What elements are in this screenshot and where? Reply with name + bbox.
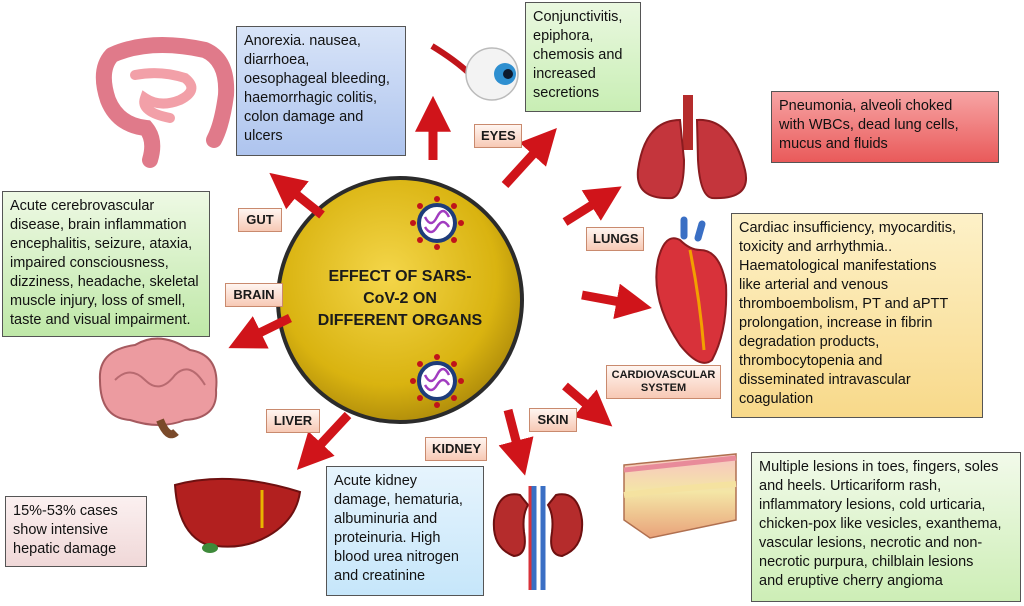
- label-kidney: KIDNEY: [425, 437, 487, 461]
- label-brain: BRAIN: [225, 283, 283, 307]
- arrow-lungs: [562, 186, 622, 226]
- arrow-cardiovascular: [581, 283, 652, 320]
- arrow-gut: [269, 172, 325, 219]
- box-gut: Anorexia. nausea, diarrhoea, oesophageal…: [236, 26, 406, 156]
- skin-layers-icon: [623, 453, 737, 539]
- arrow-skin: [562, 382, 613, 427]
- label-gut: GUT: [238, 208, 282, 232]
- label-eyes: EYES: [474, 124, 522, 148]
- box-eyes: Conjunctivitis, epiphora, chemosis and i…: [525, 2, 641, 112]
- label-skin: SKIN: [529, 408, 577, 432]
- box-brain: Acute cerebrovascular disease, brain inf…: [2, 191, 210, 337]
- arrow-brain: [228, 313, 292, 349]
- brain-icon: [98, 337, 218, 439]
- box-kidney: Acute kidney damage, hematuria, albuminu…: [326, 466, 484, 596]
- label-lungs: LUNGS: [586, 227, 644, 251]
- liver-icon: [173, 477, 302, 553]
- label-liver: LIVER: [266, 409, 320, 433]
- box-lungs: Pneumonia, alveoli choked with WBCs, dea…: [771, 91, 999, 163]
- box-skin: Multiple lesions in toes, fingers, soles…: [751, 452, 1021, 602]
- arrow-liver: [296, 411, 352, 470]
- box-liver: 15%-53% cases show intensive hepatic dam…: [5, 496, 147, 567]
- eye-icon: [430, 43, 519, 101]
- box-cardiovascular: Cardiac insufficiency, myocarditis, toxi…: [731, 213, 983, 418]
- center-circle: [276, 176, 524, 424]
- intestine-icon: [95, 37, 235, 168]
- heart-icon: [655, 216, 728, 364]
- label-cardiovascular: CARDIOVASCULAR SYSTEM: [606, 365, 721, 399]
- center-title: EFFECT OF SARS- CoV-2 ON DIFFERENT ORGAN…: [317, 268, 483, 329]
- virus-icon: [410, 196, 464, 250]
- virus-icon: [410, 354, 464, 408]
- kidney-icon: [492, 486, 584, 590]
- arrow-kidney: [498, 408, 534, 476]
- arrow-eyes: [501, 128, 557, 189]
- lungs-icon: [636, 95, 748, 200]
